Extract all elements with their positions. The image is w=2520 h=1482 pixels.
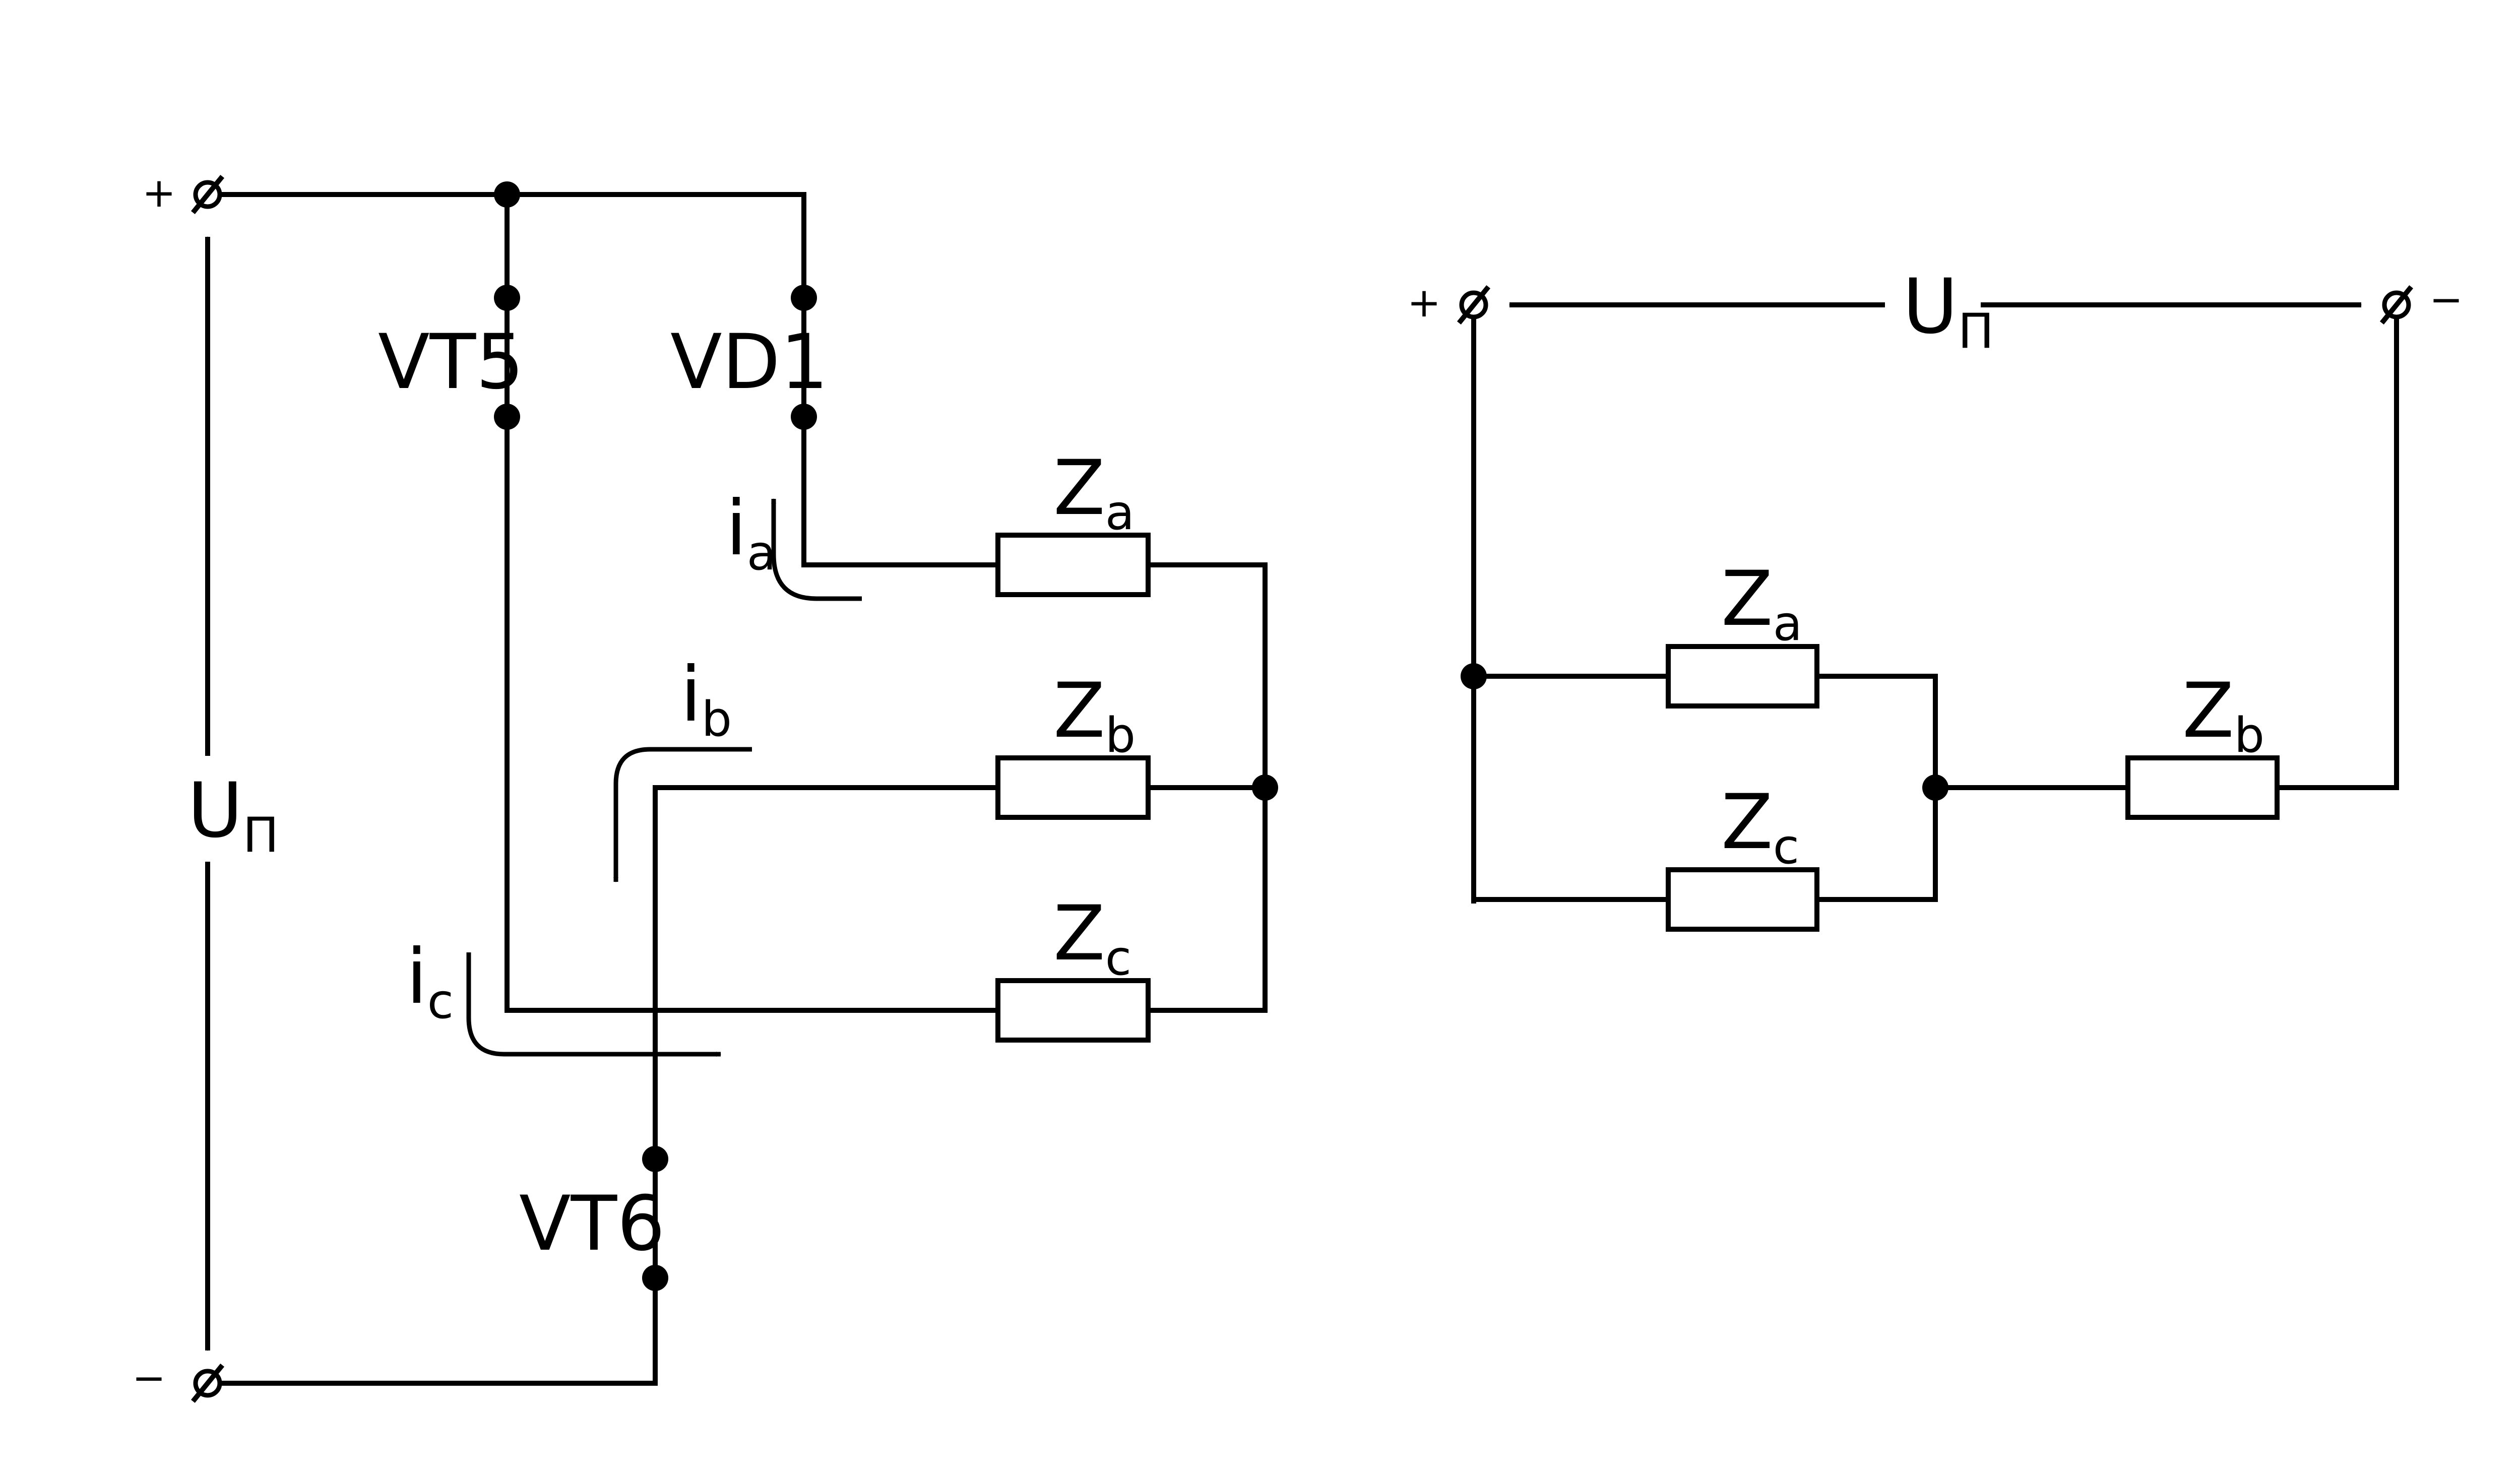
zc-label: Zc (1053, 890, 1131, 986)
plus-terminal-r (1457, 285, 1491, 325)
zb-resistor (995, 755, 1151, 820)
plus-terminal (191, 174, 225, 215)
star-node (1252, 775, 1278, 801)
minus-sign-r: − (2429, 276, 2463, 323)
za-label-r: Za (1721, 555, 1802, 652)
za-label: Za (1053, 444, 1135, 541)
supply-voltage-label: UП (187, 767, 279, 863)
zc-resistor (995, 978, 1151, 1043)
vt5-label: VT5 (378, 318, 524, 406)
current-a-arrow (771, 498, 862, 601)
current-b-arrow (613, 747, 752, 882)
top-rail (205, 192, 806, 300)
plus-sign: + (142, 169, 176, 216)
vt5-terminal-top (494, 285, 520, 311)
zb-resistor-r (2125, 755, 2280, 820)
zb-label-r: Zb (2182, 667, 2264, 763)
left-node (1461, 663, 1487, 689)
minus-sign: − (132, 1355, 166, 1401)
parallel-right-bus (1814, 674, 1938, 902)
vd1-terminal-top (791, 285, 817, 311)
za-resistor-r (1666, 644, 1819, 708)
right-circuit: + − UП Za Zc Zb (1407, 263, 2463, 932)
minus-terminal-r (2379, 285, 2414, 325)
mid-node (1922, 775, 1948, 801)
vt6-label: VT6 (519, 1180, 665, 1268)
zc-resistor-r (1666, 867, 1819, 932)
vt6-terminal-top (642, 1146, 668, 1172)
minus-terminal (191, 1363, 225, 1403)
plus-sign-r: + (1407, 279, 1441, 326)
zb-label: Zb (1053, 667, 1136, 763)
vt6-wire (205, 785, 1000, 1386)
vt5-terminal-bottom (494, 404, 520, 430)
current-c-arrow (466, 952, 721, 1057)
vt6-terminal-bottom (642, 1265, 668, 1291)
supply-voltage-label-r: UП (1903, 263, 1994, 359)
vd1-wire (801, 295, 1000, 567)
vd1-label: VD1 (670, 318, 829, 406)
current-c-label: ic (406, 933, 454, 1029)
vd1-terminal-bottom (791, 404, 817, 430)
zc-label-r: Zc (1721, 779, 1799, 875)
za-resistor (995, 533, 1151, 597)
zb-right-wire-r (2275, 302, 2399, 790)
current-b-label: ib (680, 651, 732, 747)
junction-top (494, 181, 520, 208)
left-circuit: + − UП VT5 VD1 VT6 Za Zb Zc ia ib ic (132, 169, 1278, 1403)
current-a-label: ia (726, 485, 776, 581)
